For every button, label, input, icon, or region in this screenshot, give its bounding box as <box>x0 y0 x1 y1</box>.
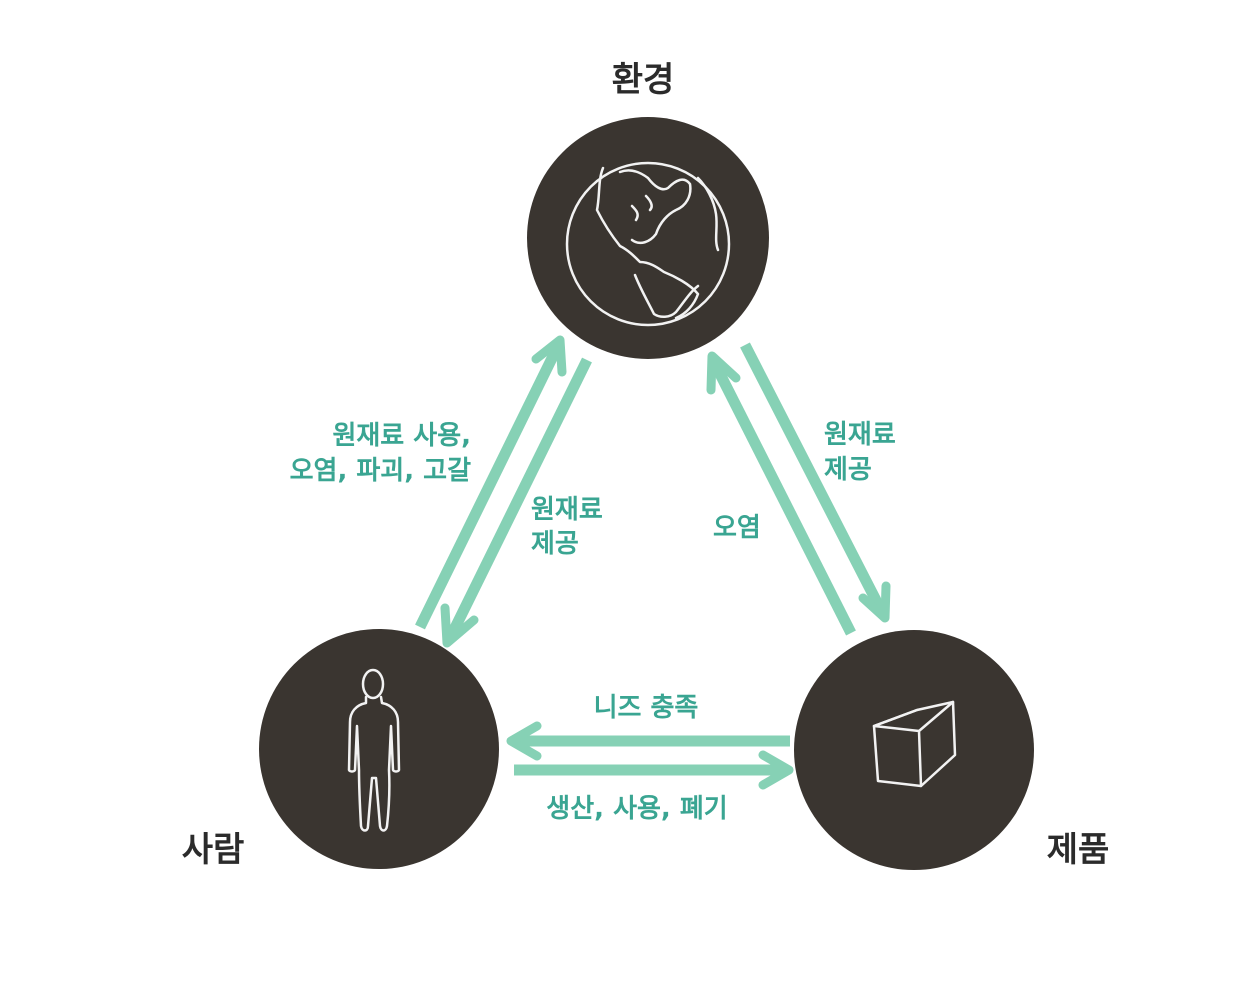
label-environment-to-products-line1: 원재료 <box>824 420 896 450</box>
people-label: 사람 <box>182 830 245 870</box>
products-node: 제품 <box>794 630 1109 870</box>
label-people-to-environment-line1: 원재료 사용, <box>332 421 471 451</box>
label-environment-to-people-line1: 원재료 <box>531 495 603 525</box>
label-products-to-people: 니즈 충족 <box>594 693 699 723</box>
products-circle <box>794 630 1034 870</box>
environment-circle <box>527 117 769 359</box>
label-products-to-environment: 오염 <box>713 513 761 543</box>
arrow-people-to-environment <box>415 335 567 630</box>
person-icon <box>347 668 401 832</box>
arrow-environment-to-products <box>740 342 891 623</box>
people-node: 사람 <box>182 629 499 870</box>
cube-icon <box>872 700 957 788</box>
arrow-people-to-products <box>514 750 794 790</box>
arrow-environment-to-people <box>440 357 592 648</box>
globe-icon <box>565 161 731 327</box>
environment-label: 환경 <box>612 60 675 100</box>
label-people-to-products: 생산, 사용, 폐기 <box>546 794 727 824</box>
label-environment-to-products-line2: 제공 <box>824 455 872 485</box>
label-environment-to-people-line2: 제공 <box>531 529 579 559</box>
label-people-to-environment-line2: 오염, 파괴, 고갈 <box>290 456 471 486</box>
people-circle <box>259 629 499 869</box>
environment-node: 환경 <box>527 60 769 359</box>
arrow-products-to-people <box>506 721 790 761</box>
arrow-products-to-environment <box>706 351 856 636</box>
products-label: 제품 <box>1047 830 1110 870</box>
